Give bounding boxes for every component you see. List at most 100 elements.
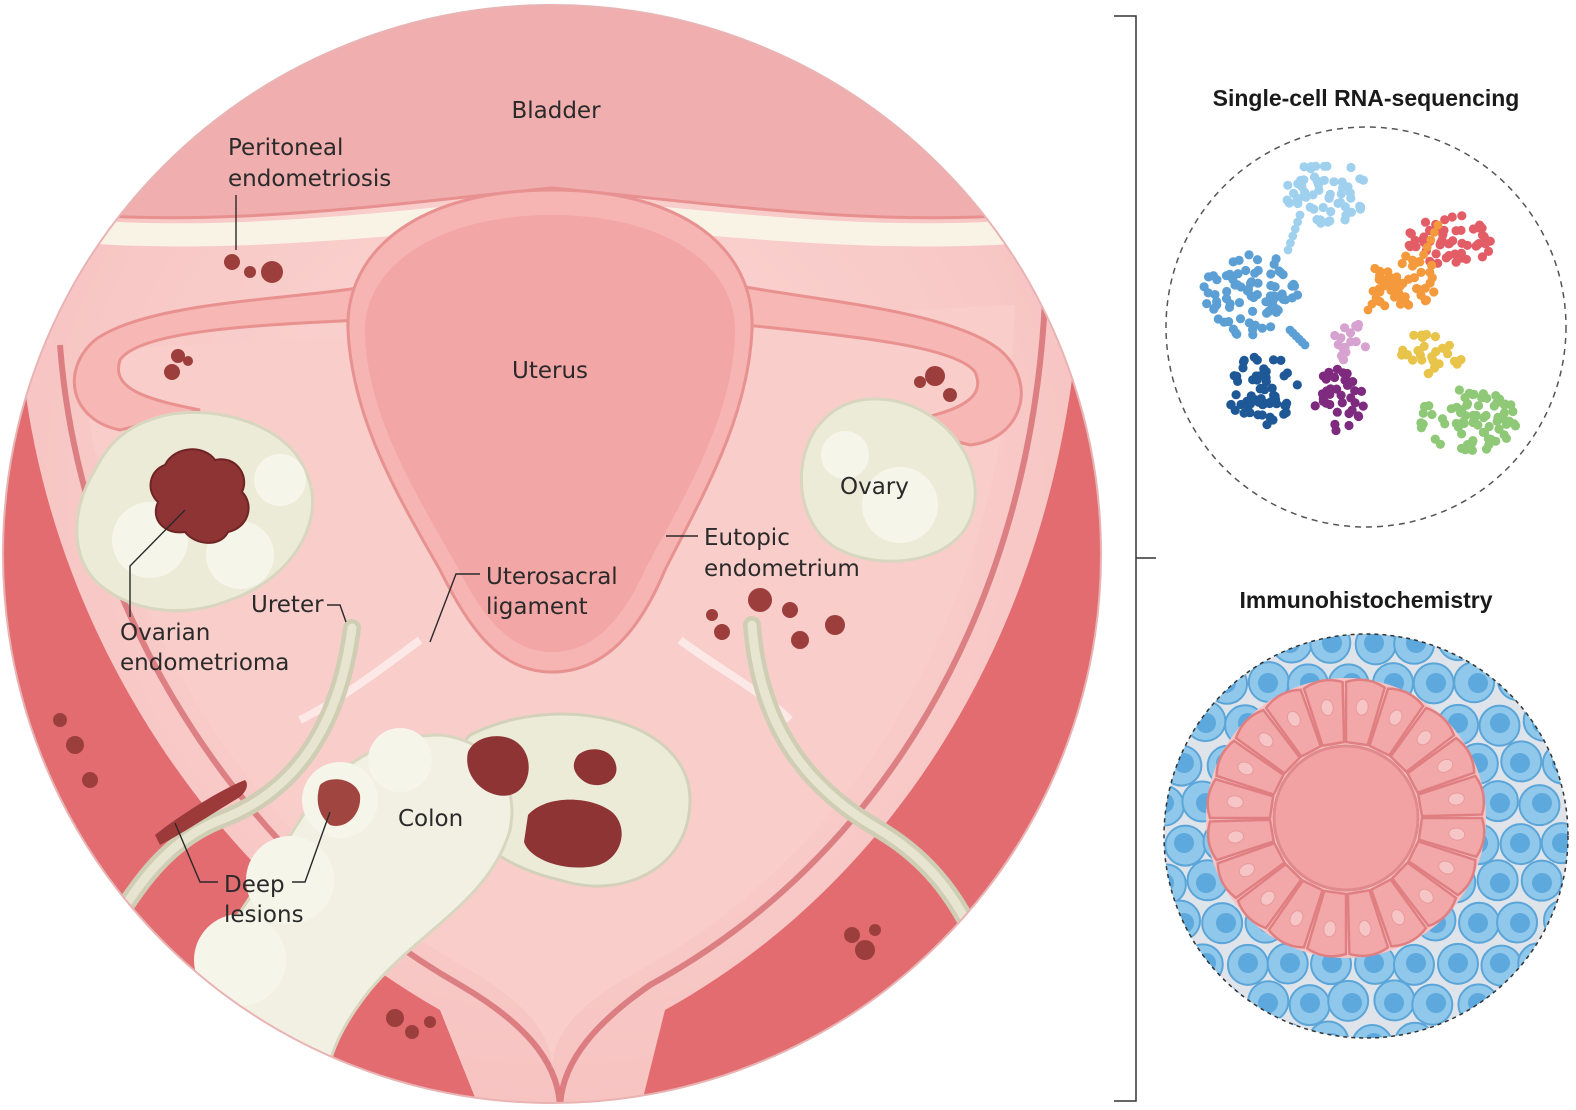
uterine-cavity: [364, 215, 736, 652]
cell-dot: [1392, 272, 1402, 282]
cell-dot: [1225, 269, 1235, 279]
stromal-nucleus: [1164, 713, 1174, 733]
stromal-cell: [1186, 634, 1229, 664]
cell-dot: [1401, 251, 1411, 261]
stromal-nucleus: [1490, 713, 1510, 733]
cell-dot: [1252, 355, 1262, 365]
cell-dot: [1340, 342, 1350, 352]
stromal-nucleus: [1196, 953, 1216, 973]
stromal-nucleus: [1174, 993, 1194, 1013]
cell-dot: [1224, 302, 1235, 312]
ihc-tissue: [1164, 634, 1568, 1038]
stromal-cell: [1164, 984, 1207, 1027]
cell-dot: [1484, 421, 1494, 432]
epithelial-nucleus: [1238, 863, 1255, 878]
stromal-nucleus: [1532, 713, 1552, 733]
cell-dot: [1430, 332, 1440, 342]
epithelial-nucleus: [1438, 860, 1455, 875]
stromal-nucleus: [1216, 913, 1236, 933]
cell-dot: [1398, 278, 1408, 288]
cell-dot: [1332, 407, 1342, 417]
stromal-nucleus: [1510, 993, 1530, 1013]
cell-dot: [1447, 212, 1457, 222]
cell-dot: [1430, 228, 1439, 237]
stromal-nucleus: [1196, 1033, 1216, 1038]
stromal-nucleus: [1216, 993, 1236, 1013]
stromal-cell: [1480, 634, 1523, 666]
epithelial-nucleus: [1226, 795, 1244, 809]
cell-dot: [1355, 174, 1365, 184]
epithelial-nucleus: [1358, 919, 1372, 937]
label-deep-2: lesions: [224, 902, 304, 928]
cell-dot: [1330, 419, 1340, 429]
cell-dot: [1265, 398, 1275, 409]
cell-dot: [1248, 306, 1258, 316]
cell-dot: [1494, 396, 1504, 407]
cell-dot: [1427, 260, 1437, 270]
cell-dot: [1457, 429, 1467, 439]
stromal-nucleus: [1490, 873, 1510, 893]
cell-dot: [1295, 175, 1306, 186]
cell-dot: [1310, 401, 1320, 411]
stromal-nucleus: [1552, 993, 1568, 1013]
stromal-cell: [1539, 660, 1568, 703]
cell-dot: [1457, 211, 1467, 221]
cell-dot: [1273, 305, 1283, 315]
cell-dot: [1209, 304, 1219, 314]
cell-dot: [1423, 369, 1433, 379]
label-peritoneal-2: endometriosis: [228, 166, 391, 192]
cell-dot: [1309, 204, 1319, 214]
gland-lumen: [1272, 744, 1420, 892]
stromal-cell: [1517, 942, 1560, 985]
cell-dot: [1415, 257, 1425, 267]
label-ovary: Ovary: [840, 474, 909, 500]
peritoneal-lesions: [53, 254, 957, 1039]
cell-dot: [1243, 284, 1253, 294]
label-peritoneal-1: Peritoneal: [228, 135, 343, 161]
cell-dot: [1286, 238, 1295, 248]
cell-dot: [1299, 162, 1309, 172]
cell-dot: [1203, 288, 1213, 298]
cell-dot: [1446, 404, 1456, 414]
colon-lesion-3: [524, 799, 622, 868]
label-deep-1: Deep: [224, 872, 285, 898]
cell-dot: [1346, 207, 1356, 217]
cell-dot: [1444, 340, 1454, 350]
ovarian-endometrioma-lesion: [149, 448, 250, 544]
stromal-nucleus: [1196, 873, 1216, 893]
cell-dot: [1311, 161, 1321, 171]
stromal-nucleus: [1258, 993, 1278, 1013]
cell-dot: [1202, 299, 1212, 309]
cell-dot: [1473, 223, 1483, 233]
cell-dot: [1314, 185, 1324, 195]
stromal-nucleus: [1468, 673, 1488, 693]
cell-dot: [1259, 364, 1269, 374]
cell-dot: [1268, 355, 1279, 365]
stromal-cell: [1542, 899, 1568, 942]
cell-dot: [1289, 281, 1300, 291]
cell-dot: [1337, 177, 1347, 187]
epithelial-nucleus: [1289, 910, 1304, 927]
stromal-nucleus: [1280, 1033, 1300, 1038]
label-uterosacral-2: ligament: [486, 594, 588, 620]
stromal-cell: [1476, 1019, 1519, 1038]
cell-dot: [1319, 161, 1329, 171]
stromal-nucleus: [1532, 953, 1552, 973]
stromal-cell: [1437, 634, 1480, 662]
cell-dot: [1483, 246, 1494, 256]
stromal-cell: [1164, 899, 1202, 942]
cell-dot: [1282, 368, 1292, 378]
cell-dot: [1509, 419, 1519, 429]
stromal-nucleus: [1532, 1033, 1552, 1038]
epithelial-nucleus: [1388, 709, 1403, 726]
cell-dot: [1213, 314, 1223, 324]
stromal-cell: [1226, 634, 1269, 663]
stromal-nucleus: [1490, 793, 1510, 813]
cell-dot: [1292, 380, 1302, 390]
stromal-nucleus: [1490, 953, 1510, 973]
cell-dot: [1473, 401, 1484, 411]
cell-dot: [1293, 217, 1302, 227]
cell-dot: [1404, 240, 1414, 250]
cell-dot: [1316, 218, 1326, 228]
epithelial-nucleus: [1323, 920, 1337, 938]
